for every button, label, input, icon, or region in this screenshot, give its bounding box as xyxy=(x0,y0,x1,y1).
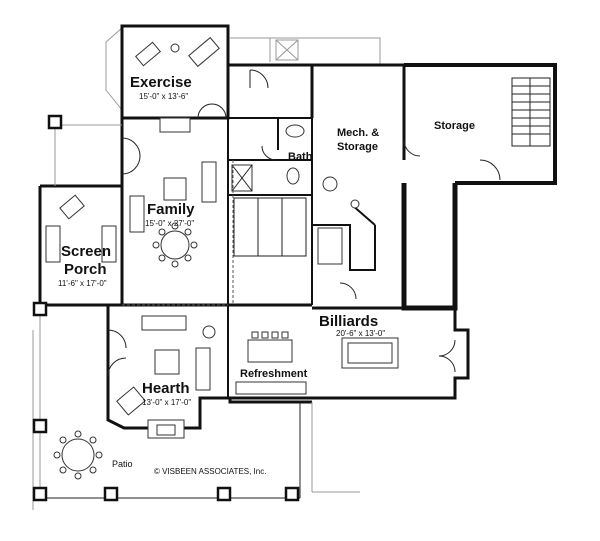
furniture xyxy=(45,36,399,480)
doors xyxy=(107,69,501,377)
exercise-label: Exercise xyxy=(130,74,192,91)
patio-label: Patio xyxy=(112,459,133,469)
hearth-dims: 13'-0" x 17'-0" xyxy=(142,398,191,407)
copyright-text: © VISBEEN ASSOCIATES, Inc. xyxy=(154,467,266,476)
screen-porch-label-line2: Porch xyxy=(64,261,107,278)
mech-storage-label-line1: Mech. & xyxy=(337,127,379,139)
patio-outline xyxy=(32,124,360,510)
porch-posts xyxy=(32,114,300,502)
screen-porch-label-line1: Screen xyxy=(61,243,111,260)
billiards-label: Billiards xyxy=(319,313,378,330)
family-dims: 15'-0" x 27'-0" xyxy=(145,219,194,228)
screen-porch-dims: 11'-6" x 17'-0" xyxy=(58,279,107,288)
refreshment-label: Refreshment xyxy=(240,368,308,380)
mech-storage-label-line2: Storage xyxy=(337,141,378,153)
hearth-label: Hearth xyxy=(142,380,190,397)
interior-walls xyxy=(122,116,376,398)
upper-deck-outline xyxy=(105,27,381,111)
bath-label: Bath xyxy=(288,151,313,163)
billiards-dims: 20'-6" x 13'-0" xyxy=(336,329,385,338)
exercise-dims: 15'-0" x 13'-6" xyxy=(139,92,188,101)
storage-label: Storage xyxy=(434,120,475,132)
exterior-walls xyxy=(38,24,557,430)
family-label: Family xyxy=(147,201,195,218)
right-stair xyxy=(511,77,551,147)
